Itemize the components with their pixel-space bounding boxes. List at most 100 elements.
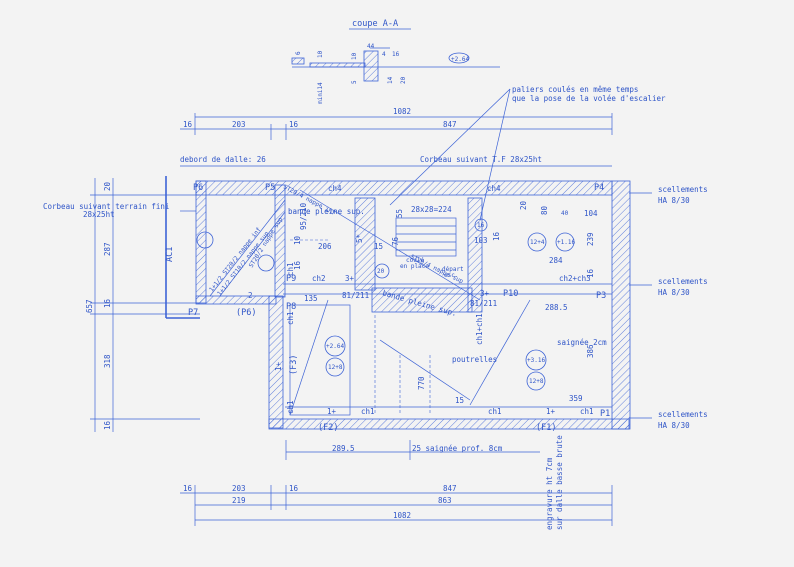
svg-text:16: 16	[103, 298, 112, 308]
svg-text:3+: 3+	[345, 274, 355, 283]
svg-text:12+8: 12+8	[529, 378, 544, 385]
svg-text:P4: P4	[594, 183, 604, 193]
svg-text:206: 206	[318, 242, 332, 251]
svg-text:20: 20	[519, 200, 528, 210]
svg-text:16: 16	[289, 484, 299, 493]
note-corbeau-terrain-2: 28x25ht	[83, 210, 115, 219]
svg-text:219: 219	[232, 496, 246, 505]
svg-text:ch1: ch1	[286, 262, 295, 276]
svg-text:2: 2	[248, 291, 253, 300]
svg-text:ch1+ch1: ch1+ch1	[475, 313, 484, 345]
svg-text:+2.64: +2.64	[326, 343, 344, 350]
svg-text:3+: 3+	[480, 289, 490, 298]
walls	[165, 176, 631, 430]
top-dimensions: 1082 16 203 16 847	[180, 107, 613, 140]
svg-text:6: 6	[295, 51, 302, 55]
svg-text:ch4: ch4	[328, 184, 342, 193]
svg-text:135: 135	[304, 294, 318, 303]
svg-text:scellements: scellements	[658, 410, 708, 419]
svg-text:288.5: 288.5	[545, 303, 568, 312]
svg-text:bande pleine sup.: bande pleine sup.	[288, 207, 365, 216]
svg-text:1+: 1+	[327, 407, 337, 416]
svg-text:80: 80	[540, 205, 549, 215]
svg-text:esc.: esc.	[444, 272, 458, 279]
svg-text:poutrelles: poutrelles	[452, 355, 497, 364]
svg-text:239: 239	[586, 232, 595, 246]
svg-text:95/210: 95/210	[299, 202, 308, 230]
scellement-notes: scellements HA 8/30 scellements HA 8/30 …	[629, 185, 708, 430]
svg-text:(F2): (F2)	[318, 423, 338, 433]
svg-text:10: 10	[351, 52, 358, 60]
drawing-title: coupe A-A	[352, 19, 398, 29]
svg-text:40: 40	[561, 210, 569, 217]
svg-text:(P6): (P6)	[236, 308, 256, 318]
svg-text:P9: P9	[286, 274, 296, 284]
svg-text:203: 203	[232, 120, 246, 129]
svg-text:1082: 1082	[393, 107, 411, 116]
svg-text:P1: P1	[600, 409, 610, 419]
svg-text:203: 203	[232, 484, 246, 493]
svg-text:284: 284	[549, 256, 563, 265]
svg-text:15: 15	[455, 396, 464, 405]
svg-text:P7: P7	[188, 308, 198, 318]
svg-text:14: 14	[387, 76, 394, 84]
svg-text:en place: en place	[400, 263, 429, 270]
saignee-dimensions: 289.5 25 saignée prof. 8cm engravure ht …	[285, 435, 564, 530]
note-paliers-1: paliers coulés en même temps	[512, 85, 638, 94]
svg-text:359: 359	[569, 394, 583, 403]
svg-text:44: 44	[367, 43, 375, 50]
svg-text:(F3): (F3)	[289, 355, 299, 375]
svg-text:+1.16: +1.16	[557, 239, 575, 246]
svg-text:1+: 1+	[546, 407, 556, 416]
svg-text:770: 770	[417, 376, 426, 390]
svg-text:+2.64: +2.64	[451, 56, 469, 63]
svg-text:318: 318	[103, 354, 112, 368]
svg-text:16: 16	[293, 260, 302, 270]
note-debord: debord de dalle: 26	[180, 155, 266, 164]
svg-text:saignée 2cm: saignée 2cm	[557, 338, 607, 347]
svg-text:81/211: 81/211	[470, 299, 497, 308]
svg-text:287: 287	[103, 242, 112, 256]
svg-text:5*: 5*	[355, 234, 364, 243]
svg-text:20: 20	[400, 76, 407, 84]
svg-text:ch4: ch4	[487, 184, 501, 193]
svg-text:20: 20	[377, 268, 385, 275]
svg-text:657: 657	[85, 299, 94, 313]
svg-text:104: 104	[584, 209, 598, 218]
svg-text:5: 5	[351, 80, 358, 84]
svg-text:847: 847	[443, 120, 457, 129]
svg-text:289.5: 289.5	[332, 444, 355, 453]
svg-text:16: 16	[183, 484, 193, 493]
joists	[285, 299, 612, 416]
svg-text:81/211: 81/211	[342, 291, 369, 300]
svg-text:P5: P5	[265, 183, 275, 193]
note-paliers-2: que la pose de la volée d'escalier	[512, 94, 666, 103]
svg-text:4: 4	[382, 51, 386, 58]
svg-text:départ: départ	[442, 266, 464, 273]
svg-text:16: 16	[586, 268, 595, 278]
svg-text:103: 103	[474, 236, 488, 245]
svg-text:16: 16	[183, 120, 193, 129]
svg-text:HA 8/30: HA 8/30	[658, 288, 690, 297]
bottom-dimensions: 16 203 16 847 219 863 1082	[180, 484, 613, 526]
svg-text:386: 386	[586, 344, 595, 358]
svg-text:P3: P3	[596, 291, 606, 301]
svg-text:1082: 1082	[393, 511, 411, 520]
svg-text:10: 10	[317, 50, 324, 58]
svg-text:16: 16	[103, 420, 112, 430]
note-corbeau-terrain-1: Corbeau suivant terrain fini	[43, 202, 169, 211]
post-labels: P6 P5 P4 P9 P8 P10 P3 P7 (P6) P1 (F1) (F…	[188, 183, 610, 433]
svg-text:12+4: 12+4	[530, 239, 545, 246]
svg-text:coulé: coulé	[406, 257, 424, 264]
svg-text:10: 10	[293, 235, 302, 245]
svg-text:scellements: scellements	[658, 277, 708, 286]
section-detail: 44 4 16 6 10 mini14 10 5 14 20 +2.64	[291, 43, 500, 104]
left-dimensions: 20 287 16 657 318 16	[85, 178, 200, 432]
svg-text:ch1: ch1	[488, 407, 502, 416]
svg-text:ch1: ch1	[286, 311, 295, 325]
svg-text:12+8: 12+8	[328, 364, 343, 371]
svg-text:15: 15	[374, 242, 383, 251]
svg-text:mini14: mini14	[317, 82, 324, 104]
svg-text:(F1): (F1)	[536, 423, 556, 433]
